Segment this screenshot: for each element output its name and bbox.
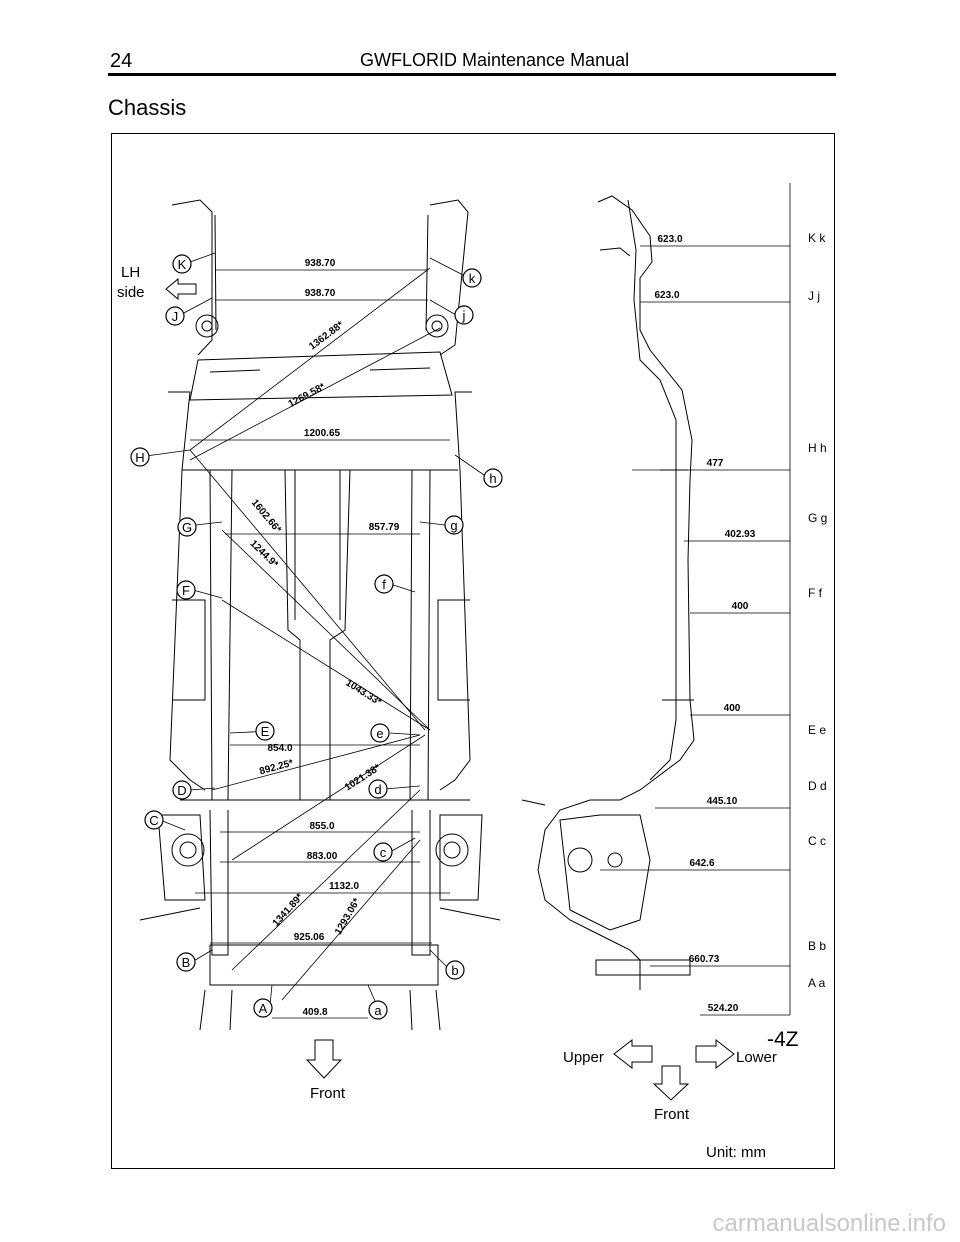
page-number: 24 <box>110 50 133 72</box>
point-letters: K k J j H h G g F f E e D d C c B b A a <box>135 257 496 1018</box>
lh-side-label-line2: side <box>117 284 145 301</box>
lh-side-indicator: LH side <box>117 264 197 301</box>
dim-d-445: 445.10 <box>707 796 738 807</box>
point-F: F <box>182 583 190 598</box>
dim-bb-925: 925.06 <box>294 932 325 943</box>
front-label: Front <box>310 1085 346 1102</box>
dim-cc-883: 883.00 <box>307 851 338 862</box>
plan-dimension-lines <box>189 267 450 1019</box>
manual-title: GWFLORID Maintenance Manual <box>360 50 630 70</box>
dim-diag-1602: 1602.66* <box>249 498 283 536</box>
point-e: e <box>376 726 383 741</box>
header-rule <box>108 73 836 76</box>
dim-kk-938: 938.70 <box>305 258 336 269</box>
plan-dimension-texts: 938.70 938.70 1362.88* 1269.58* 1200.65 … <box>248 258 400 1018</box>
point-d: d <box>374 782 381 797</box>
dim-k-623: 623.0 <box>657 234 682 245</box>
level-Cc: C c <box>808 834 826 848</box>
dim-e-400: 400 <box>724 703 741 714</box>
upper-label: Upper <box>563 1049 604 1066</box>
point-E: E <box>261 724 270 739</box>
point-J: J <box>172 309 179 324</box>
dim-hh-1200: 1200.65 <box>304 428 341 439</box>
level-Gg: G g <box>808 511 827 525</box>
level-Aa: A a <box>808 976 826 990</box>
dim-diag-1293: 1293.06* <box>333 897 363 937</box>
point-leaders <box>145 252 485 1009</box>
dim-g-402: 402.93 <box>725 529 756 540</box>
section-title: Chassis <box>108 95 187 120</box>
side-level-lines <box>600 183 791 1016</box>
point-a: a <box>374 1003 382 1018</box>
plan-view-drawing <box>139 199 501 1031</box>
point-j: j <box>462 308 466 323</box>
view-code: -4Z <box>767 1028 799 1051</box>
side-level-labels: K k J j H h G g F f E e D d C c B b A a <box>808 231 827 990</box>
dim-diag-1244: 1244.9* <box>248 538 281 570</box>
point-H: H <box>135 450 144 465</box>
point-K: K <box>178 257 187 272</box>
lower-label: Lower <box>736 1049 777 1066</box>
lower-arrow-icon <box>695 1038 735 1070</box>
watermark: carmanualsonline.info <box>712 1210 946 1237</box>
side-view-drawing <box>521 195 695 990</box>
dim-f-400: 400 <box>732 601 749 612</box>
dim-diag-1043: 1043.33* <box>343 678 383 709</box>
dim-ee-854: 854.0 <box>267 743 292 754</box>
front-indicator-plan: Front <box>305 1039 346 1102</box>
level-Bb: B b <box>808 939 826 953</box>
point-b: b <box>451 963 458 978</box>
front-side-arrow-icon <box>652 1065 690 1101</box>
dim-b-660: 660.73 <box>689 954 720 965</box>
side-dimension-texts: 623.0 623.0 477 402.93 400 400 445.10 64… <box>654 234 755 1014</box>
point-circles <box>130 254 503 1020</box>
point-g: g <box>450 518 457 533</box>
dim-diag-892: 892.25* <box>258 758 294 778</box>
dim-j-623: 623.0 <box>654 290 679 301</box>
dim-aa-409: 409.8 <box>302 1007 327 1018</box>
point-A: A <box>259 1001 268 1016</box>
front-arrow-icon <box>305 1039 343 1079</box>
lh-side-arrow-icon <box>165 277 197 301</box>
front-label-side: Front <box>654 1106 690 1123</box>
level-Kk: K k <box>808 231 826 245</box>
level-Dd: D d <box>808 779 827 793</box>
point-D: D <box>177 783 186 798</box>
dim-a-524: 524.20 <box>708 1003 739 1014</box>
lh-side-label-line1: LH <box>121 264 140 281</box>
level-Ff: F f <box>808 586 823 600</box>
level-Hh: H h <box>808 441 827 455</box>
dim-diag-1269: 1269.58* <box>287 381 328 410</box>
unit-label: Unit: mm <box>706 1144 766 1161</box>
level-Jj: J j <box>808 289 820 303</box>
orientation-indicators <box>613 1038 735 1101</box>
point-B: B <box>182 955 191 970</box>
dim-bb-1132: 1132.0 <box>329 881 359 892</box>
dim-h-477: 477 <box>707 458 724 469</box>
point-f: f <box>382 577 386 592</box>
point-C: C <box>149 813 158 828</box>
dim-diag-1341: 1341.89* <box>271 892 306 929</box>
dim-cc-855: 855.0 <box>309 821 334 832</box>
point-G: G <box>182 520 192 535</box>
dim-gg-857: 857.79 <box>369 522 400 533</box>
upper-arrow-icon <box>613 1038 653 1070</box>
point-h: h <box>489 471 496 486</box>
dim-c-642: 642.6 <box>689 858 714 869</box>
point-k: k <box>469 271 476 286</box>
level-Ee: E e <box>808 723 826 737</box>
dim-jj-938: 938.70 <box>305 288 336 299</box>
point-c: c <box>380 845 387 860</box>
